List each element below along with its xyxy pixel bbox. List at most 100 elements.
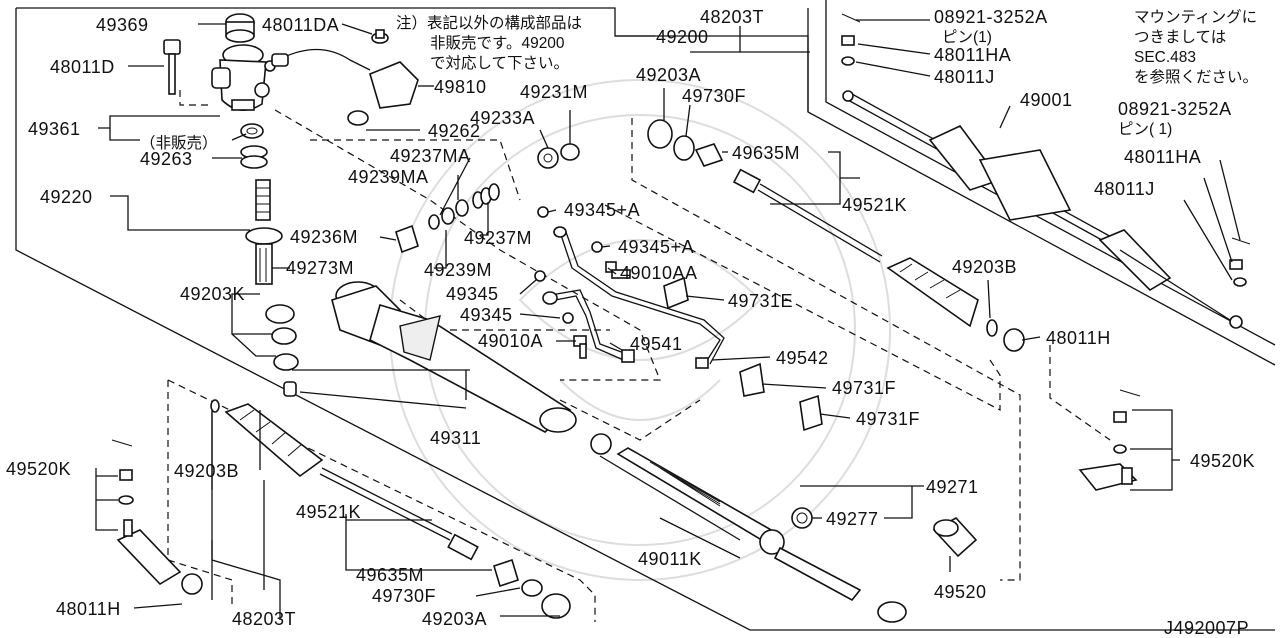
label-49345-1: 49345 [446, 284, 499, 304]
note-center: 注）表記以外の構成部品は 非販売です。49200 で対応して下さい。 [396, 14, 582, 72]
label-48011H-left: 48011H [56, 599, 121, 619]
note-center-line-2: 非販売です。49200 [430, 34, 565, 52]
rack-49011K [590, 433, 907, 623]
cap-49369 [225, 13, 255, 43]
label-49541: 49541 [630, 334, 683, 354]
label-49203B-left: 49203B [174, 461, 239, 481]
valve-housing [211, 44, 276, 111]
label-48011HA-top: 48011HA [934, 45, 1011, 65]
bushing-49236M [395, 224, 419, 254]
label-49361: 49361 [28, 119, 81, 139]
label-49369: 49369 [96, 15, 149, 35]
label-49521K-top: 49521K [842, 195, 907, 215]
label-49010AA: 49010AA [620, 263, 698, 283]
label-49810: 49810 [434, 77, 487, 97]
label-49203K: 49203K [180, 284, 245, 304]
spring-49237M [472, 183, 500, 209]
label-49001: 49001 [1020, 90, 1073, 110]
label-49635M-top: 49635M [732, 143, 800, 163]
label-48203T-top: 48203T [700, 7, 764, 27]
leader-lines [95, 19, 1241, 620]
note-right-line-4: を参照ください。 [1134, 68, 1258, 86]
label-49730F-left: 49730F [372, 586, 436, 606]
note-right-line-3: SEC.483 [1134, 49, 1196, 66]
tie-rod-upper-49521K [694, 143, 883, 263]
label-48011J-right: 48011J [1094, 179, 1155, 199]
boot-upper-48203T [886, 257, 979, 328]
label-49731E: 49731E [728, 291, 793, 311]
label-49345A-2: 49345+A [618, 237, 694, 257]
bolts-49010 [573, 261, 631, 359]
tube-49542 [553, 226, 725, 369]
label-49239M: 49239M [424, 260, 492, 280]
label-49237M: 49237M [464, 228, 532, 248]
label-08921-right: 08921-3252A [1118, 99, 1232, 119]
label-49542: 49542 [776, 348, 829, 368]
tie-rod-end-right [1078, 389, 1141, 491]
o-rings-49203K [265, 304, 299, 397]
seals-49263 [240, 145, 268, 169]
gear-assembly-49001 [842, 90, 1243, 329]
sensor-49810 [271, 48, 419, 126]
label-pin-right: ピン( 1) [1118, 121, 1172, 138]
label-48011HA-right: 48011HA [1124, 147, 1201, 167]
label-49273M: 49273M [286, 258, 354, 278]
washers-49345 [534, 206, 603, 324]
note-center-line-1: 注）表記以外の構成部品は [396, 14, 582, 32]
label-49635M-left: 49635M [356, 565, 424, 585]
label-49262: 49262 [428, 121, 481, 141]
seal-49277 [791, 507, 813, 529]
label-49203A-top: 49203A [636, 65, 701, 85]
part-labels: 49369 48011DA 48011D 49810 49361 49262 （… [6, 7, 1255, 629]
label-49311: 49311 [430, 428, 481, 448]
note-right-line-2: つきましては [1134, 28, 1226, 46]
label-49231M: 49231M [520, 82, 588, 102]
label-49277: 49277 [826, 509, 879, 529]
note-center-line-3: で対応して下さい。 [430, 54, 569, 72]
label-49011K: 49011K [638, 549, 702, 569]
label-08921-top: 08921-3252A [934, 7, 1048, 27]
label-49730F-top: 49730F [682, 86, 746, 106]
label-48011J-top: 48011J [934, 67, 995, 87]
assembly-outline [15, 0, 1276, 631]
seals-49237MA-49239MA [428, 199, 469, 230]
ring-49262 [240, 123, 264, 139]
tie-rod-lower-left [111, 399, 571, 619]
label-49203A-bottom: 49203A [422, 609, 487, 629]
label-49236M: 49236M [290, 227, 358, 247]
label-49520: 49520 [934, 582, 987, 602]
note-right: マウンティングに つきましては SEC.483 を参照ください。 [1134, 8, 1258, 86]
label-49271: 49271 [926, 477, 979, 497]
label-not-sold: （非販売） [140, 134, 218, 152]
label-49203B-right: 49203B [952, 257, 1017, 277]
label-49237MA: 49237MA [390, 146, 471, 166]
note-right-line-1: マウンティングに [1134, 8, 1257, 26]
label-48011D: 48011D [50, 57, 115, 77]
pinion-shaft-49220 [245, 179, 283, 285]
label-49220: 49220 [40, 187, 93, 207]
label-48203T-bottom: 48203T [232, 609, 296, 629]
label-49200: 49200 [656, 27, 709, 47]
label-49345-2: 49345 [460, 305, 513, 325]
clamps-49731 [663, 276, 823, 432]
gear-housing-49311 [331, 281, 577, 433]
fittings-49233A-49231M [537, 143, 580, 169]
label-49520K-right: 49520K [1190, 451, 1255, 471]
label-49239MA: 49239MA [348, 167, 429, 187]
label-49731F-2: 49731F [856, 409, 920, 429]
nut-washer-upper [841, 13, 1251, 287]
bushing-49520 [932, 516, 978, 558]
label-49731F-1: 49731F [832, 378, 896, 398]
screw-48011DA [371, 29, 389, 44]
label-48011DA: 48011DA [262, 15, 339, 35]
label-pin-top: ピン(1) [942, 29, 992, 46]
label-48011H-right: 48011H [1046, 328, 1111, 348]
diagram-code: J492007P [1164, 618, 1249, 638]
bolt-48011D [163, 39, 181, 95]
label-49345A-1: 49345+A [564, 200, 640, 220]
label-49263: 49263 [140, 149, 193, 169]
label-49233A: 49233A [470, 108, 535, 128]
tube-49541 [542, 289, 635, 363]
